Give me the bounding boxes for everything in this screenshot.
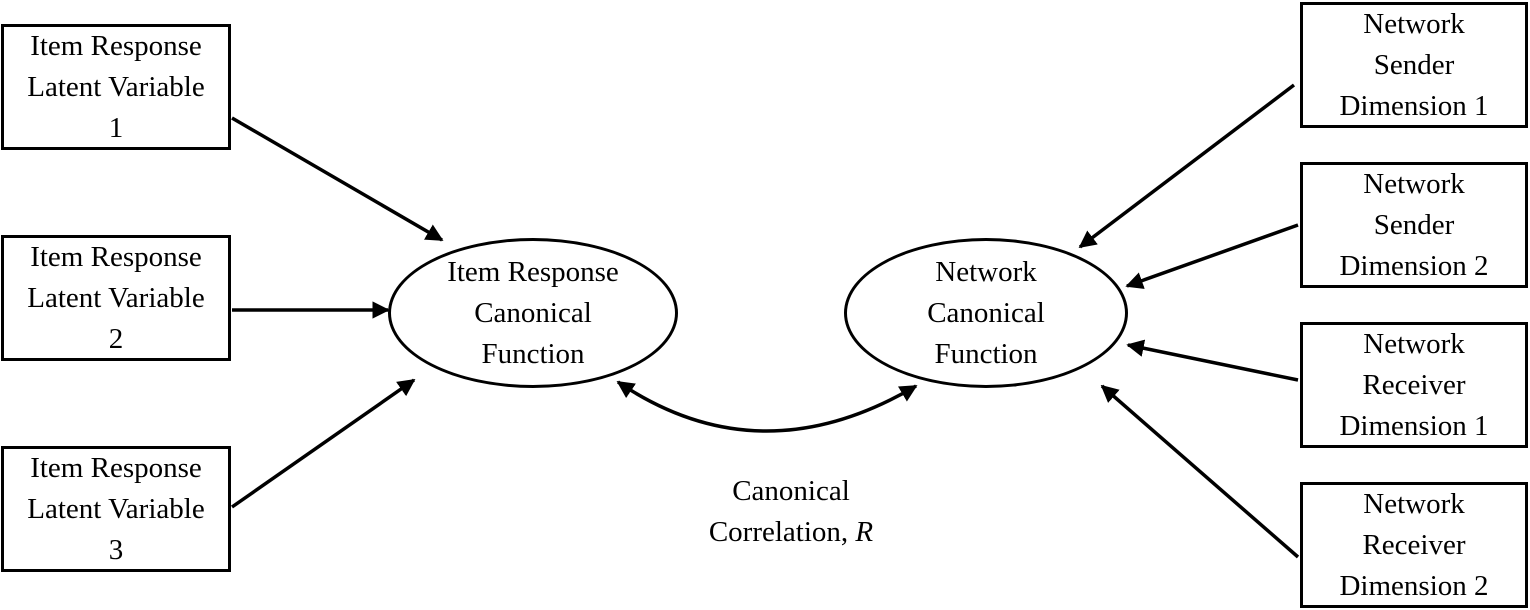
network-receiver-dimension-1-box: Network Receiver Dimension 1 <box>1300 322 1528 448</box>
box-label-line: Network <box>1363 167 1465 200</box>
box-label-line: Item Response <box>30 240 202 273</box>
item-response-latent-variable-1-box: Item Response Latent Variable 1 <box>1 24 231 150</box>
item-response-latent-variable-2-box: Item Response Latent Variable 2 <box>1 235 231 361</box>
box-label-line: Network <box>1363 7 1465 40</box>
arrow-sender2-to-network-function <box>1125 223 1299 289</box>
network-sender-dimension-1-box: Network Sender Dimension 1 <box>1300 2 1528 128</box>
network-sender-dimension-2-box: Network Sender Dimension 2 <box>1300 162 1528 288</box>
box-label-line: Dimension 2 <box>1339 569 1489 602</box>
arrow-receiver2-to-network-function <box>1100 384 1300 559</box>
box-label-line: Receiver <box>1362 368 1466 401</box>
correlation-symbol: R <box>855 516 874 548</box>
item-response-canonical-function-ellipse: Item Response Canonical Function <box>388 238 678 388</box>
box-label-line: Latent Variable <box>27 492 205 525</box>
canonical-correlation-label: Canonical Correlation, R <box>660 471 922 553</box>
box-label-line: Latent Variable <box>27 281 205 314</box>
box-label-line: Receiver <box>1362 528 1466 561</box>
box-label-line: Item Response <box>30 451 202 484</box>
correlation-label-line2: Correlation, R <box>660 512 922 553</box>
box-label-line: Network <box>1363 487 1465 520</box>
box-label-line: Dimension 1 <box>1339 409 1489 442</box>
box-label-line: 2 <box>108 322 124 355</box>
box-label-line: Dimension 2 <box>1339 249 1489 282</box>
correlation-label-prefix: Correlation, <box>708 516 856 548</box>
box-label-line: Sender <box>1373 208 1455 241</box>
box-label-line: Network <box>1363 327 1465 360</box>
ellipse-label-line: Function <box>934 337 1038 370</box>
ellipse-label-line: Network <box>935 255 1037 288</box>
canonical-correlation-curve <box>616 380 918 433</box>
arrow-lv1-to-item-function <box>231 116 444 242</box>
box-label-line: 1 <box>108 111 124 144</box>
arrow-receiver1-to-network-function <box>1126 339 1299 382</box>
ellipse-label-line: Canonical <box>474 296 592 329</box>
arrow-lv3-to-item-function <box>230 378 416 509</box>
box-label-line: Dimension 1 <box>1339 89 1489 122</box>
box-label-line: Item Response <box>30 29 202 62</box>
network-receiver-dimension-2-box: Network Receiver Dimension 2 <box>1300 482 1528 608</box>
ellipse-label-line: Item Response <box>447 255 619 288</box>
ellipse-label-line: Canonical <box>927 296 1045 329</box>
item-response-latent-variable-3-box: Item Response Latent Variable 3 <box>1 446 231 572</box>
network-canonical-function-ellipse: Network Canonical Function <box>844 238 1128 388</box>
box-label-line: 3 <box>108 533 124 566</box>
ellipse-label-line: Function <box>481 337 585 370</box>
box-label-line: Latent Variable <box>27 70 205 103</box>
arrow-sender1-to-network-function <box>1078 83 1296 249</box>
correlation-label-line1: Canonical <box>732 475 850 507</box>
box-label-line: Sender <box>1373 48 1455 81</box>
